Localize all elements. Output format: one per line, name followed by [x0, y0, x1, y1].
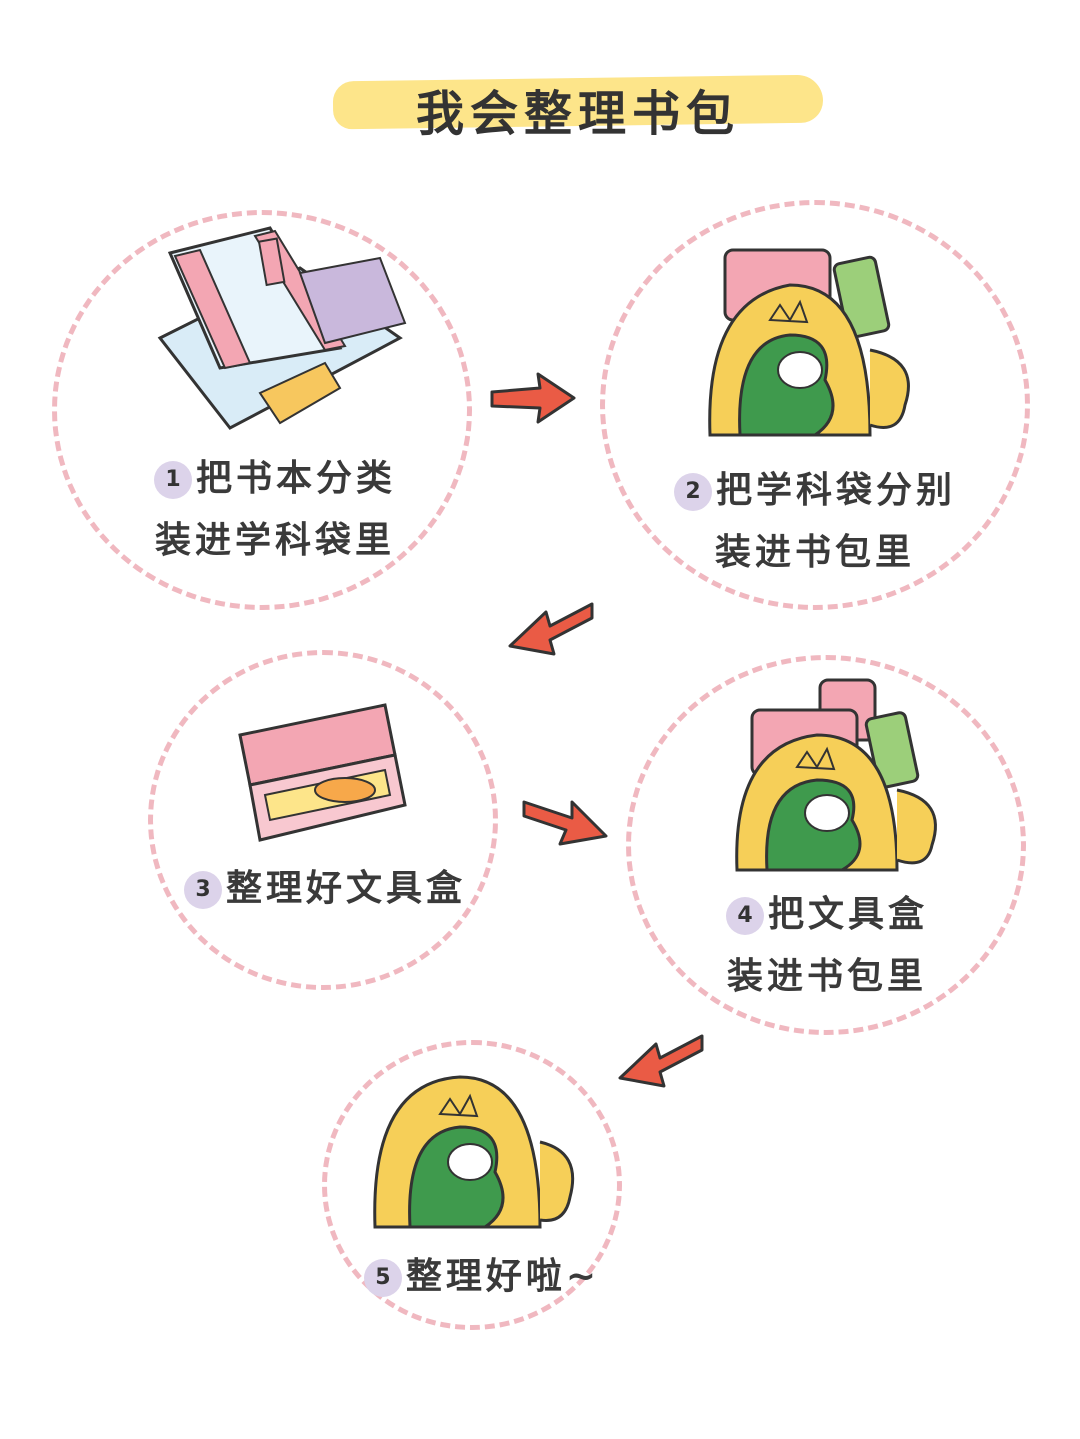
backpack-icon — [708, 248, 910, 437]
backpack-icon — [373, 1075, 575, 1229]
step-5-circle — [322, 1040, 622, 1330]
arrow-icon — [522, 800, 608, 846]
step-4-line-2: 装进书包里 — [726, 956, 927, 997]
step-1-circle — [52, 210, 472, 610]
step-3-number: 3 — [183, 871, 222, 909]
step-4-number: 4 — [725, 897, 764, 935]
step-2-circle — [600, 200, 1030, 610]
step-3-line-1: 整理好文具盒 — [225, 868, 466, 909]
step-1-number: 1 — [153, 461, 192, 499]
step-5-line-1: 整理好啦~ — [405, 1256, 601, 1297]
page-title: 我会整理书包 — [415, 86, 740, 142]
step-1-line-1: 把书本分类 — [195, 458, 396, 499]
step-3-circle — [148, 650, 498, 990]
arrow-icon — [618, 1034, 704, 1088]
step-4-line-1: 把文具盒 — [767, 894, 928, 935]
backpack-icon — [735, 678, 937, 872]
step-5-number: 5 — [363, 1259, 402, 1297]
step-4-circle — [626, 655, 1026, 1035]
step-2-line-1: 把学科袋分别 — [715, 470, 956, 511]
title-banner: 我会整理书包 — [332, 68, 824, 142]
pencil-box-icon — [238, 703, 407, 842]
step-2-line-2: 装进书包里 — [714, 532, 915, 573]
arrow-icon — [490, 372, 576, 424]
step-1-line-2: 装进学科袋里 — [154, 520, 395, 561]
arrow-icon — [508, 602, 594, 656]
books-icon — [157, 226, 407, 430]
step-2-number: 2 — [673, 473, 712, 511]
